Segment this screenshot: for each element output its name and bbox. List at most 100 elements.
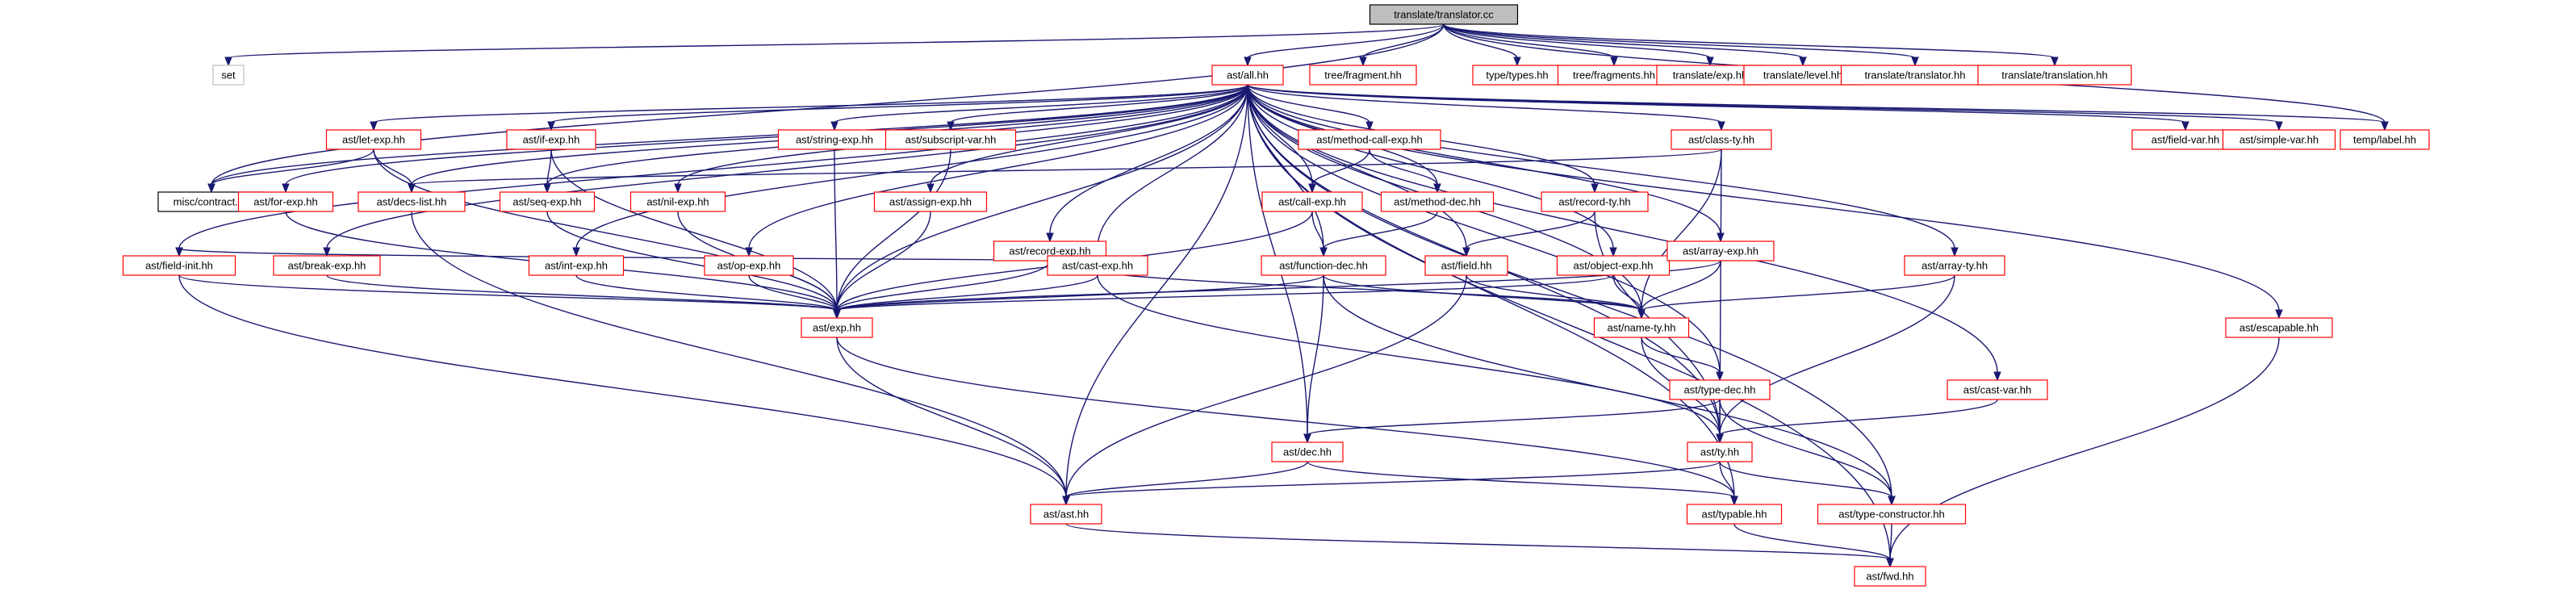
node-ast-call-exp-hh[interactable]: ast/call-exp.hh bbox=[1261, 191, 1363, 212]
node-box bbox=[777, 129, 892, 150]
node-box bbox=[1271, 441, 1344, 462]
edge-fundec-to-typector bbox=[1323, 274, 1896, 506]
node-ast-nil-exp-hh[interactable]: ast/nil-exp.hh bbox=[629, 191, 726, 212]
node-box bbox=[1030, 504, 1102, 525]
node-ast-typable-hh[interactable]: ast/typable.hh bbox=[1686, 504, 1783, 525]
node-ast-function-dec-hh[interactable]: ast/function-dec.hh bbox=[1261, 255, 1386, 276]
node-ast-exp-hh[interactable]: ast/exp.hh bbox=[801, 317, 873, 338]
edge-root-to-tlevel bbox=[1443, 23, 1807, 67]
edge-fundec-to-exp bbox=[833, 274, 1324, 320]
node-ast-array-exp-hh[interactable]: ast/array-exp.hh bbox=[1666, 241, 1775, 261]
edge-letexp-to-contract bbox=[207, 148, 374, 194]
node-temp-label-hh[interactable]: temp/label.hh bbox=[2340, 129, 2430, 150]
node-label: ast/subscript-var.hh bbox=[905, 134, 997, 146]
node-ast-ty-hh[interactable]: ast/ty.hh bbox=[1687, 441, 1753, 462]
edge-all-to-strexp bbox=[830, 84, 1248, 132]
node-ast-field-init-hh[interactable]: ast/field-init.hh bbox=[122, 255, 236, 276]
node-label: ast/typable.hh bbox=[1702, 508, 1767, 521]
node-label: translate/level.hh bbox=[1763, 69, 1842, 82]
node-label: translate/translator.hh bbox=[1864, 69, 1965, 82]
node-ast-string-exp-hh[interactable]: ast/string-exp.hh bbox=[777, 129, 892, 150]
node-ast-decs-list-hh[interactable]: ast/decs-list.hh bbox=[358, 191, 466, 212]
edge-root-to-tfrag bbox=[1359, 23, 1445, 67]
node-box bbox=[1671, 129, 1772, 150]
node-ast-int-exp-hh[interactable]: ast/int-exp.hh bbox=[528, 255, 625, 276]
node-box bbox=[1298, 129, 1441, 150]
node-box bbox=[1817, 504, 1967, 525]
edge-all-to-recordexp bbox=[1046, 84, 1248, 243]
node-ast-field-var-hh[interactable]: ast/field-var.hh bbox=[2131, 129, 2239, 150]
node-ast-array-ty-hh[interactable]: ast/array-ty.hh bbox=[1904, 255, 2005, 276]
edge-namety-to-typedec bbox=[1641, 337, 1724, 382]
node-ast-op-exp-hh[interactable]: ast/op-exp.hh bbox=[704, 255, 794, 276]
node-ast-ast-hh[interactable]: ast/ast.hh bbox=[1030, 504, 1102, 525]
node-ast-method-dec-hh[interactable]: ast/method-dec.hh bbox=[1380, 191, 1495, 212]
edge-ifexp-to-seqexp bbox=[543, 148, 552, 194]
node-box bbox=[212, 65, 245, 86]
node-box bbox=[873, 191, 988, 212]
edge-opexp-to-exp bbox=[748, 274, 841, 320]
node-ast-if-exp-hh[interactable]: ast/if-exp.hh bbox=[506, 129, 596, 150]
node-ast-fwd-hh[interactable]: ast/fwd.hh bbox=[1854, 566, 1926, 587]
node-label: translate/exp.hh bbox=[1673, 69, 1748, 82]
node-ast-cast-var-hh[interactable]: ast/cast-var.hh bbox=[1947, 379, 2048, 400]
node-label: ast/ty.hh bbox=[1700, 446, 1739, 458]
node-ast-escapable-hh[interactable]: ast/escapable.hh bbox=[2225, 317, 2333, 338]
node-label: ast/seq-exp.hh bbox=[512, 196, 581, 208]
edge-exp-to-ast bbox=[836, 337, 1070, 506]
edge-all-to-arrty bbox=[1247, 84, 1959, 257]
node-label: ast/let-exp.hh bbox=[342, 134, 405, 146]
node-tree-fragment-hh[interactable]: tree/fragment.hh bbox=[1309, 65, 1417, 86]
node-label: ast/array-exp.hh bbox=[1683, 245, 1758, 257]
edge-typector-to-fwd bbox=[1886, 523, 1894, 568]
node-box bbox=[801, 317, 873, 338]
node-label: ast/name-ty.hh bbox=[1607, 322, 1675, 334]
node-ast-record-ty-hh[interactable]: ast/record-ty.hh bbox=[1541, 191, 1649, 212]
node-ast-object-exp-hh[interactable]: ast/object-exp.hh bbox=[1556, 255, 1671, 276]
node-label: ast/object-exp.hh bbox=[1573, 260, 1653, 272]
node-ast-method-call-exp-hh[interactable]: ast/method-call-exp.hh bbox=[1298, 129, 1441, 150]
node-ast-class-ty-hh[interactable]: ast/class-ty.hh bbox=[1671, 129, 1772, 150]
node-type-types-hh[interactable]: type/types.hh bbox=[1472, 65, 1562, 86]
node-ast-seq-exp-hh[interactable]: ast/seq-exp.hh bbox=[499, 191, 596, 212]
node-box bbox=[528, 255, 625, 276]
edge-classty-to-decslist bbox=[408, 148, 1722, 194]
node-label: ast/string-exp.hh bbox=[796, 134, 873, 146]
node-box bbox=[2225, 317, 2333, 338]
edge-recordty-to-field bbox=[1462, 211, 1595, 257]
node-translate-translation-hh[interactable]: translate/translation.hh bbox=[1977, 65, 2132, 86]
node-ast-type-dec-hh[interactable]: ast/type-dec.hh bbox=[1669, 379, 1771, 400]
edge-root-to-types bbox=[1443, 23, 1521, 67]
node-label: tree/fragments.hh bbox=[1573, 69, 1655, 82]
node-ast-for-exp-hh[interactable]: ast/for-exp.hh bbox=[237, 191, 334, 212]
edge-castvar-to-ty bbox=[1716, 399, 1998, 444]
node-ast-field-hh[interactable]: ast/field.hh bbox=[1424, 255, 1508, 276]
node-ast-break-exp-hh[interactable]: ast/break-exp.hh bbox=[273, 255, 381, 276]
node-ast-type-constructor-hh[interactable]: ast/type-constructor.hh bbox=[1817, 504, 1967, 525]
node-ast-subscript-var-hh[interactable]: ast/subscript-var.hh bbox=[884, 129, 1017, 150]
node-ast-let-exp-hh[interactable]: ast/let-exp.hh bbox=[325, 129, 422, 150]
edge-all-to-fwd bbox=[1247, 84, 1894, 568]
node-box bbox=[1977, 65, 2132, 86]
node-label: ast/exp.hh bbox=[813, 322, 861, 334]
node-label: type/types.hh bbox=[1486, 69, 1548, 82]
node-ast-dec-hh[interactable]: ast/dec.hh bbox=[1271, 441, 1344, 462]
node-box bbox=[122, 255, 236, 276]
node-ast-cast-exp-hh[interactable]: ast/cast-exp.hh bbox=[1047, 255, 1148, 276]
node-label: ast/field-var.hh bbox=[2152, 134, 2220, 146]
node-label: ast/record-exp.hh bbox=[1009, 245, 1090, 257]
node-ast-assign-exp-hh[interactable]: ast/assign-exp.hh bbox=[873, 191, 988, 212]
edge-escapable-to-fwd bbox=[1886, 337, 2280, 568]
node-ast-all-hh[interactable]: ast/all.hh bbox=[1211, 65, 1284, 86]
node-box bbox=[1047, 255, 1148, 276]
node-translate-translator-hh[interactable]: translate/translator.hh bbox=[1840, 65, 1990, 86]
node-ast-simple-var-hh[interactable]: ast/simple-var.hh bbox=[2222, 129, 2336, 150]
edge-typable-to-fwd bbox=[1733, 523, 1894, 568]
node-label: translate/translation.hh bbox=[2001, 69, 2108, 82]
node-box bbox=[2340, 129, 2430, 150]
edge-all-to-fieldvar bbox=[1247, 84, 2189, 132]
node-label: ast/cast-var.hh bbox=[1963, 384, 2032, 396]
node-ast-name-ty-hh[interactable]: ast/name-ty.hh bbox=[1593, 317, 1690, 338]
node-tree-fragments-hh[interactable]: tree/fragments.hh bbox=[1557, 65, 1671, 86]
